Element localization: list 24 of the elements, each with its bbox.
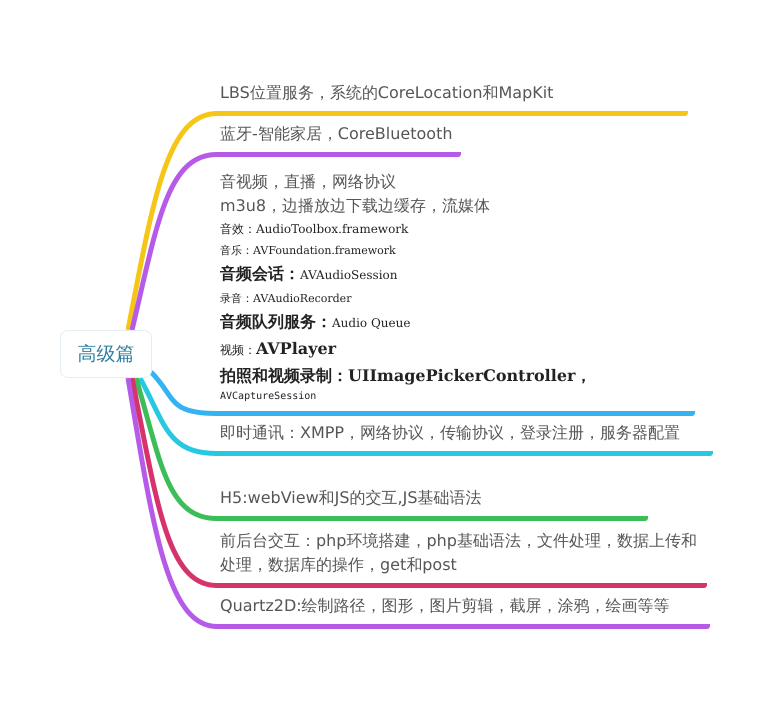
branch-topic: LBS位置服务，系统的CoreLocation和MapKit (215, 81, 688, 116)
branch-line (134, 377, 218, 521)
branch-line (149, 370, 218, 416)
topic-line: m3u8，边播放边下载边缓存，流媒体 (220, 195, 490, 217)
branch-line (130, 152, 218, 331)
topic-line: 拍照和视频录制：UIImagePickerController， (220, 365, 592, 387)
branch-topic: Quartz2D:绘制路径，图形，图片剪辑，截屏，涂鸦，绘画等等 (215, 594, 710, 629)
topic-line: 录音：AVAudioRecorder (220, 291, 352, 307)
branch-line (126, 111, 218, 330)
topic-line: 音频队列服务：Audio Queue (220, 311, 410, 333)
topic-line: AVCaptureSession (220, 390, 316, 404)
branch-topic: 即时通讯：XMPP，网络协议，传输协议，登录注册，服务器配置 (215, 421, 713, 456)
topic-line: 音视频，直播，网络协议 (220, 171, 396, 193)
branch-topic: 前后台交互：php环境搭建，php基础语法，文件处理，数据上传和处理，数据库的操作，get和post (215, 529, 707, 588)
topic-line: 音频会话：AVAudioSession (220, 263, 398, 285)
topic-line: 视频：AVPlayer (220, 338, 336, 360)
branch-line (138, 376, 218, 456)
topic-line: 音效：AudioToolbox.framework (220, 221, 408, 238)
central-topic: 高级篇 (60, 330, 152, 378)
branch-line (126, 378, 218, 629)
topic-line: 音乐：AVFoundation.framework (220, 243, 396, 259)
branch-topic: H5:webView和JS的交互,JS基础语法 (215, 486, 648, 521)
branch-topic: 蓝牙-智能家居，CoreBluetooth (215, 122, 461, 157)
branch-line (130, 378, 218, 588)
